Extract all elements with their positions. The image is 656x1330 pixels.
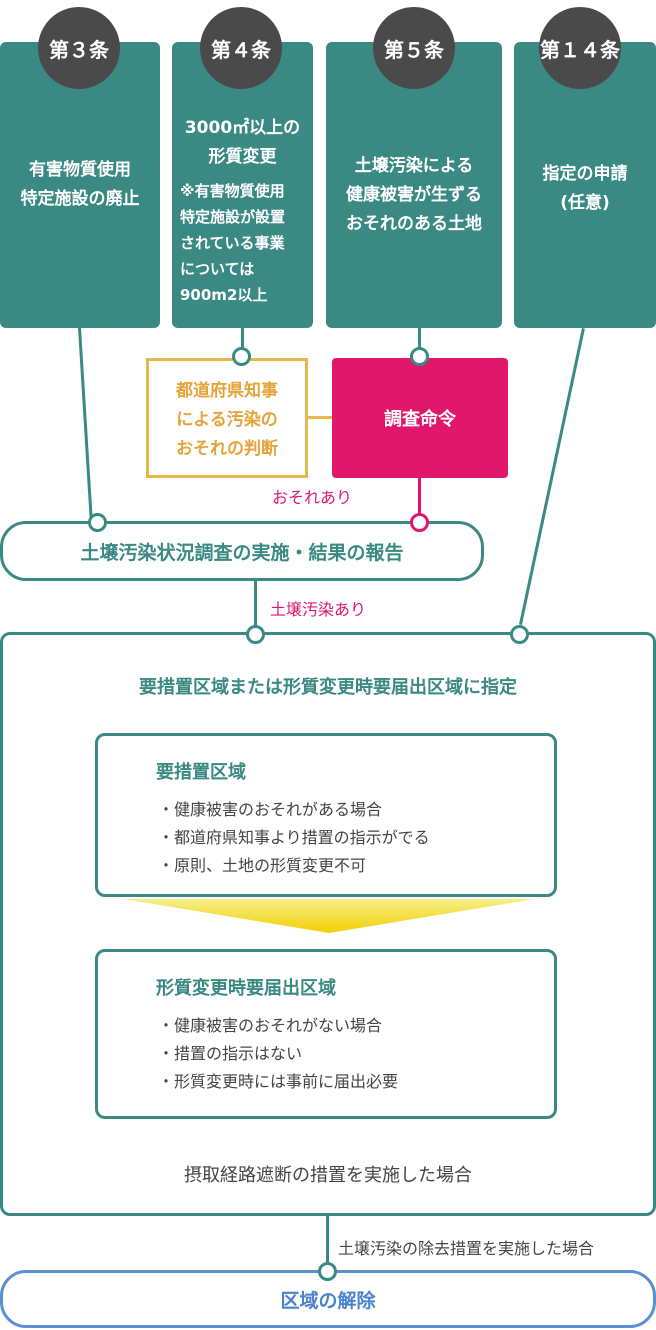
article-4-badge: 第４条 xyxy=(200,7,282,89)
article-4-note: 900m2以上 xyxy=(180,286,268,304)
article-14-line: (任意) xyxy=(560,193,610,213)
judgment-line: 都道府県知事 xyxy=(176,381,278,401)
connector-line xyxy=(306,416,334,419)
zone2-box: 形質変更時要届出区域 ・健康被害のおそれがない場合 ・措置の指示はない ・形質変… xyxy=(95,949,557,1119)
zone2-item: ・措置の指示はない xyxy=(158,1044,303,1063)
article-4-note: については xyxy=(180,260,255,278)
article-3-box: 有害物質使用 特定施設の廃止 xyxy=(0,42,160,328)
judgment-line: おそれの判断 xyxy=(176,439,278,459)
zone2-title: 形質変更時要届出区域 xyxy=(156,978,336,999)
judgment-box: 都道府県知事 による汚染の おそれの判断 xyxy=(146,358,308,478)
zone2-item: ・形質変更時には事前に届出必要 xyxy=(158,1072,399,1091)
connector-line xyxy=(418,328,421,358)
connector-dot xyxy=(318,1262,337,1281)
zone1-box: 要措置区域 ・健康被害のおそれがある場合 ・都道府県知事より措置の指示がでる ・… xyxy=(95,733,557,897)
removal-label: 土壌汚染の除去措置を実施した場合 xyxy=(338,1239,595,1258)
article-14-line: 指定の申請 xyxy=(542,164,628,184)
zone1-item: ・原則、土地の形質変更不可 xyxy=(158,856,367,875)
down-arrow-icon xyxy=(123,899,535,933)
connector-line xyxy=(519,328,585,626)
zone1-title: 要措置区域 xyxy=(156,762,246,783)
connector-line xyxy=(418,476,421,522)
connector-dot xyxy=(410,513,429,532)
article-5-line: 健康被害が生ずる xyxy=(346,185,482,205)
risk-label: おそれあり xyxy=(272,488,353,507)
connector-dot xyxy=(510,625,529,644)
article-4-note: 特定施設が設置 xyxy=(180,208,286,226)
article-4-box: 3000㎡以上の 形質変更 ※有害物質使用 特定施設が設置 されている事業 につ… xyxy=(172,42,313,328)
article-5-badge: 第５条 xyxy=(373,7,455,89)
article-5-line: おそれのある土地 xyxy=(346,214,482,234)
zone1-item: ・都道府県知事より措置の指示がでる xyxy=(158,828,430,847)
connector-line xyxy=(241,328,244,358)
article-14-badge: 第１４条 xyxy=(539,7,621,89)
intake-route-label: 摂取経路遮断の措置を実施した場合 xyxy=(184,1165,472,1186)
article-3-line: 特定施設の廃止 xyxy=(20,189,140,209)
article-4-line: 3000㎡以上の xyxy=(184,118,301,138)
connector-line xyxy=(326,1214,329,1270)
article-4-line: 形質変更 xyxy=(208,147,277,167)
connector-dot xyxy=(232,347,251,366)
investigation-order-box: 調査命令 xyxy=(332,358,508,478)
article-5-box: 土壌汚染による 健康被害が生ずる おそれのある土地 xyxy=(326,42,502,328)
zone2-item: ・健康被害のおそれがない場合 xyxy=(158,1016,383,1035)
article-5-line: 土壌汚染による xyxy=(354,156,474,176)
judgment-line: による汚染の xyxy=(176,410,278,430)
connector-dot xyxy=(246,625,265,644)
article-14-box: 指定の申請 (任意) xyxy=(514,42,656,328)
connector-line xyxy=(254,578,257,634)
article-4-note: ※有害物質使用 xyxy=(180,182,285,200)
connector-line xyxy=(78,327,94,526)
article-4-note: されている事業 xyxy=(180,234,285,252)
designation-box: 要措置区域または形質変更時要届出区域に指定 要措置区域 ・健康被害のおそれがある… xyxy=(0,632,656,1216)
survey-box: 土壌汚染状況調査の実施・結果の報告 xyxy=(0,521,484,581)
connector-dot xyxy=(88,513,107,532)
article-3-badge: 第３条 xyxy=(38,7,120,89)
designation-title: 要措置区域または形質変更時要届出区域に指定 xyxy=(139,677,517,698)
zone1-item: ・健康被害のおそれがある場合 xyxy=(158,800,383,819)
connector-dot xyxy=(410,347,429,366)
contamination-label: 土壌汚染あり xyxy=(270,600,367,619)
article-3-line: 有害物質使用 xyxy=(29,160,131,180)
